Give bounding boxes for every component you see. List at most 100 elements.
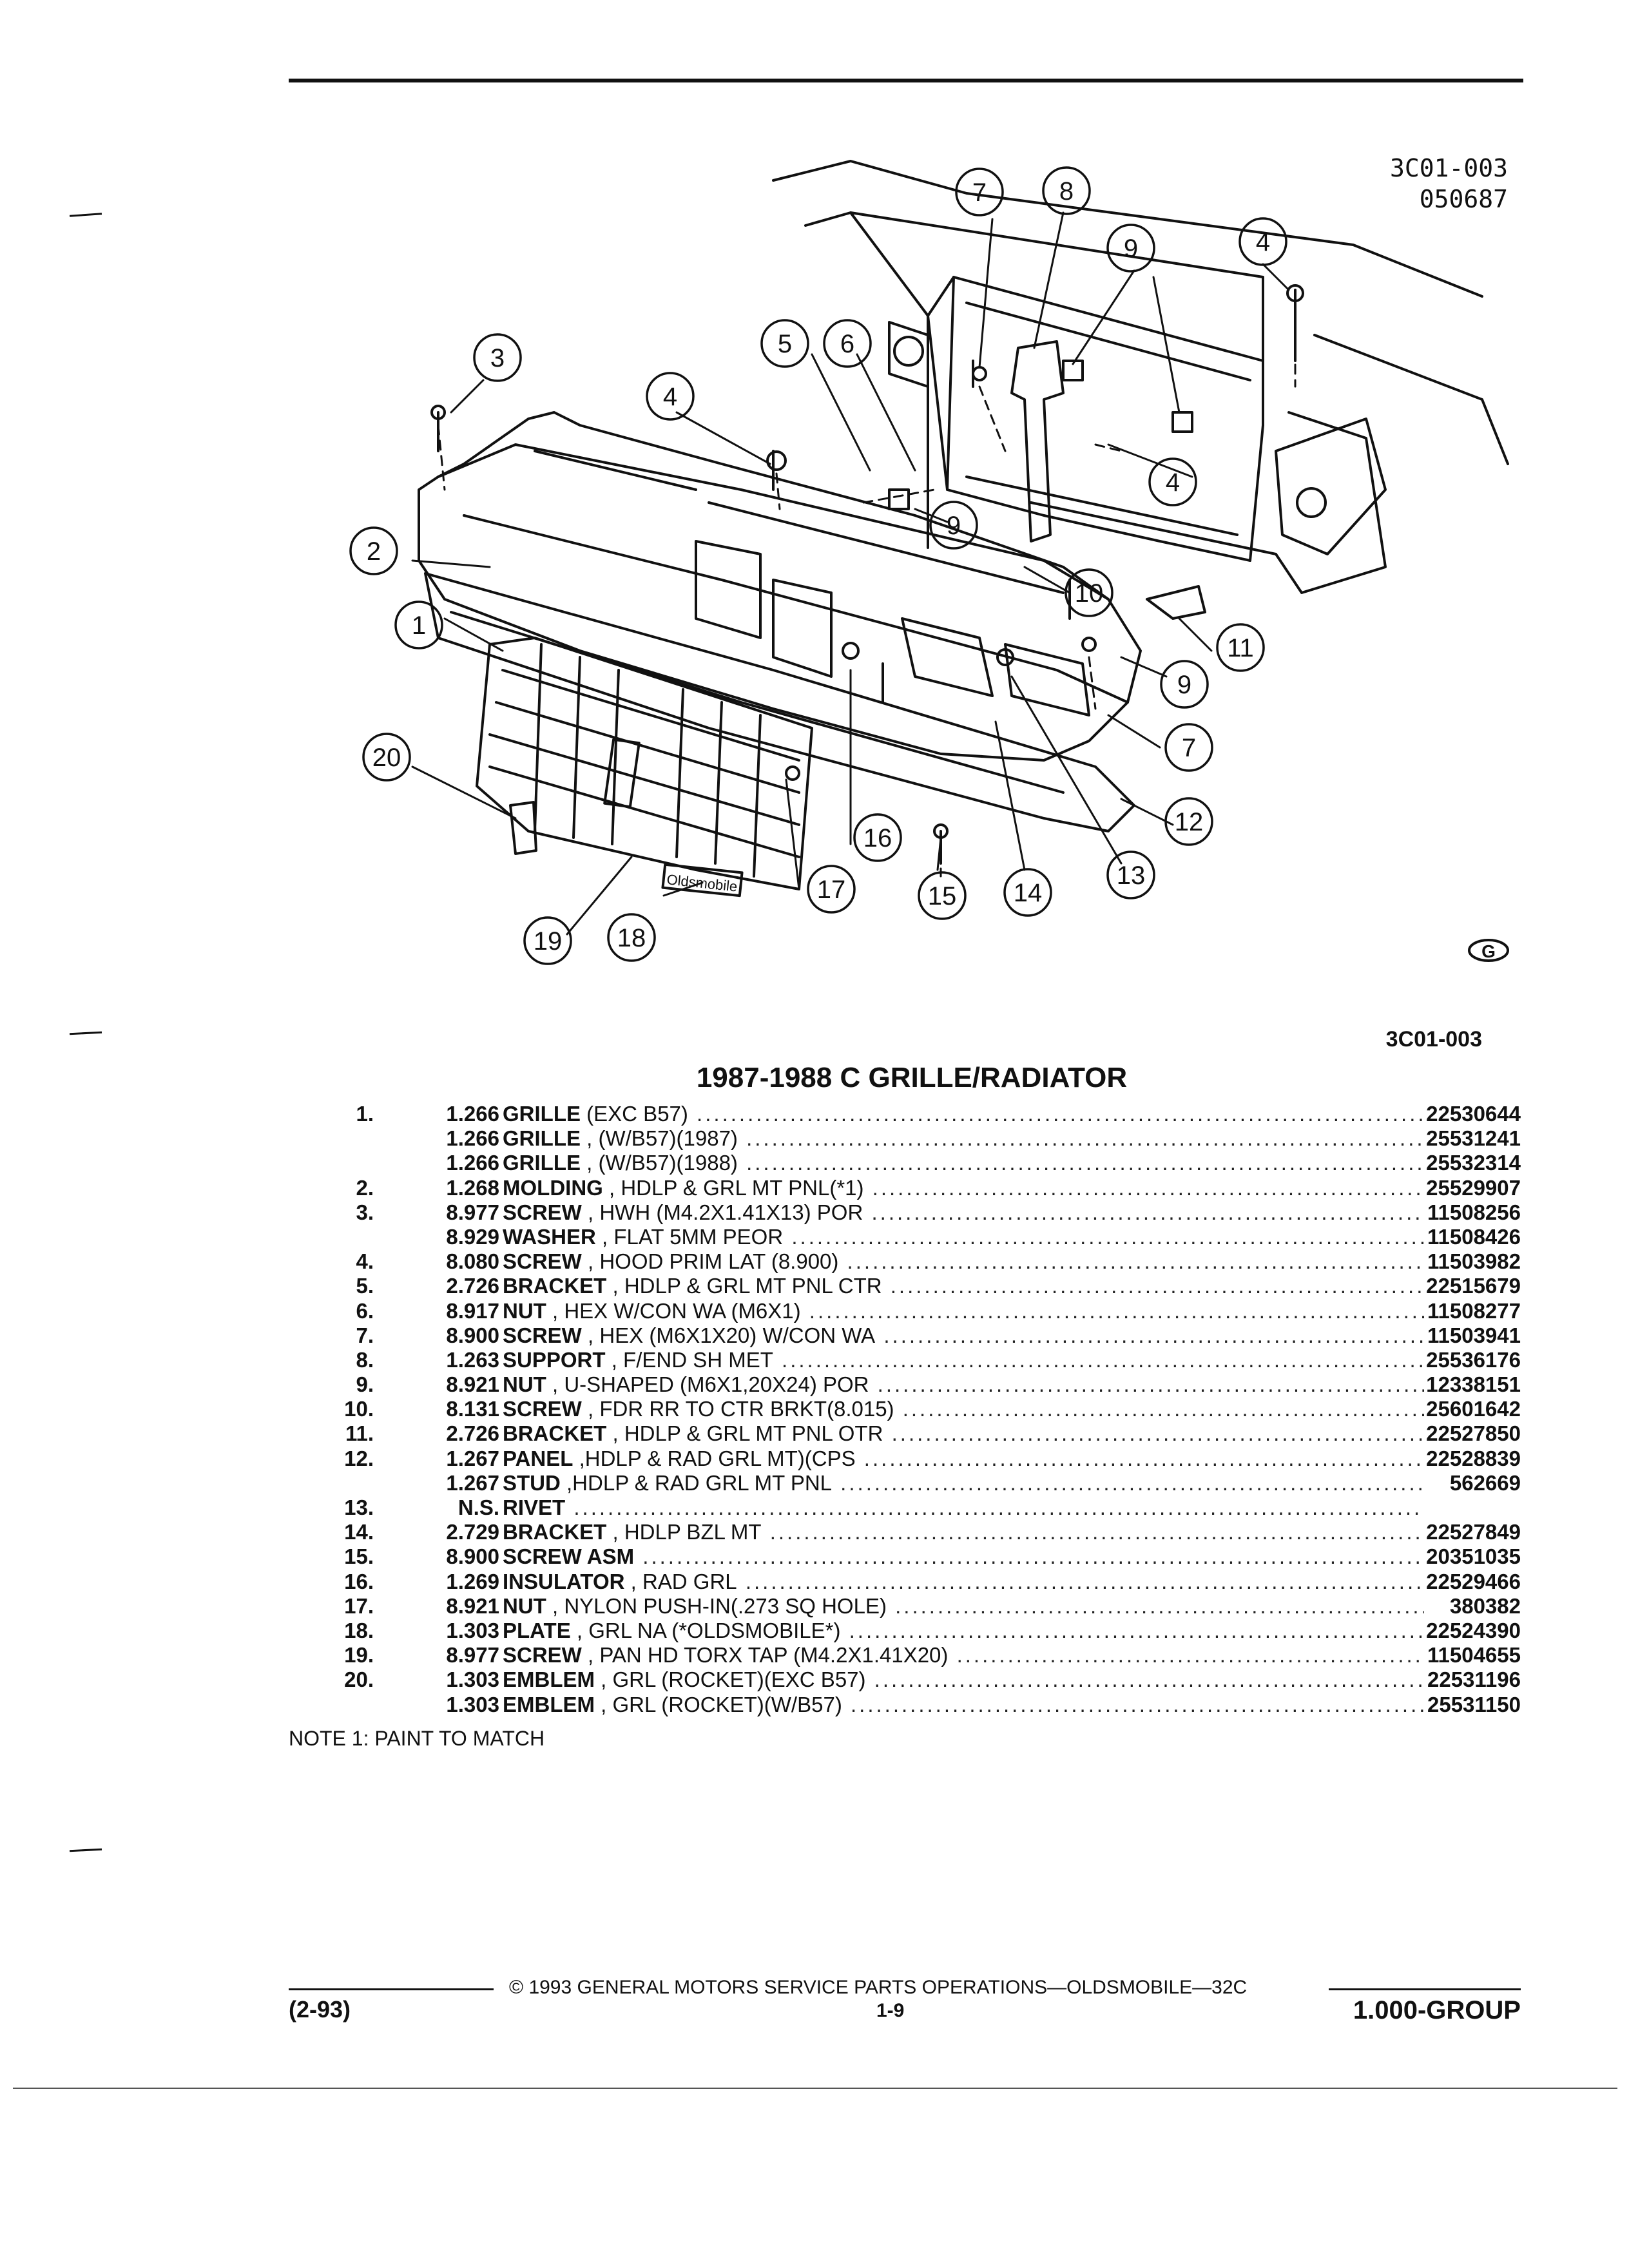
leader-dots: ........................................… — [895, 1593, 1424, 1618]
name-plate — [661, 863, 744, 898]
part-name: NUT — [503, 1593, 546, 1618]
callout: 6 — [823, 319, 872, 368]
part-name: SCREW — [503, 1397, 582, 1421]
svg-text:9: 9 — [1124, 235, 1138, 263]
part-detail: , GRL (ROCKET)(EXC B57) — [595, 1667, 866, 1692]
item-number: 2. — [356, 1175, 374, 1200]
item-number: 1. — [356, 1102, 374, 1126]
callout: 18 — [607, 913, 656, 962]
item-number: 17. — [344, 1593, 374, 1618]
part-name: EMBLEM — [503, 1667, 595, 1692]
grille-mounting-panel — [418, 443, 1142, 762]
item-number: 18. — [344, 1618, 374, 1642]
group-number: 8.921 — [446, 1593, 499, 1618]
group-number: 1.303 — [446, 1692, 499, 1716]
leader-dots: ........................................… — [746, 1151, 1424, 1175]
part-number: 25531150 — [1427, 1692, 1521, 1716]
part-description: SCREW , HWH (M4.2X1.41X13) POR .........… — [503, 1200, 1424, 1225]
item-number: 6. — [356, 1298, 374, 1323]
group-number: 1.268 — [446, 1175, 499, 1200]
svg-text:2: 2 — [367, 537, 381, 566]
group-number: 1.303 — [446, 1618, 499, 1642]
callout: 4 — [1239, 217, 1287, 266]
part-name: STUD — [503, 1470, 561, 1495]
callout: 3 — [473, 333, 522, 382]
svg-text:14: 14 — [1014, 879, 1043, 907]
leader-dots: ........................................… — [956, 1643, 1424, 1667]
callout: 16 — [853, 813, 902, 862]
svg-text:6: 6 — [840, 330, 854, 358]
part-description: WASHER , FLAT 5MM PEOR .................… — [503, 1225, 1424, 1249]
part-name: INSULATOR — [503, 1569, 625, 1593]
leader-dots: ........................................… — [746, 1126, 1424, 1151]
svg-text:12: 12 — [1175, 808, 1204, 836]
group-number: 8.900 — [446, 1323, 499, 1347]
top-rule — [289, 79, 1523, 82]
headlamp-housing — [1275, 418, 1387, 555]
leader-dots: ........................................… — [850, 1692, 1424, 1716]
part-detail: , RAD GRL — [624, 1569, 737, 1593]
group-number: 1.267 — [446, 1446, 499, 1470]
part-name: NUT — [503, 1298, 546, 1323]
callout: 10 — [1065, 568, 1113, 617]
part-detail: , FLAT 5MM PEOR — [595, 1224, 784, 1249]
svg-text:18: 18 — [617, 924, 646, 952]
part-description: BRACKET , HDLP BZL MT ..................… — [503, 1520, 1424, 1544]
leader-dots: ........................................… — [840, 1470, 1424, 1495]
footer-rule-right — [1329, 1988, 1521, 1990]
footer-bottom-rule — [13, 2088, 1617, 2089]
part-detail: , (W/B57)(1988) — [581, 1151, 738, 1175]
svg-text:15: 15 — [928, 882, 957, 910]
svg-text:7: 7 — [1182, 734, 1196, 762]
part-number: 25529907 — [1426, 1175, 1521, 1200]
callout: 9 — [929, 501, 978, 550]
part-number: 22527849 — [1426, 1520, 1521, 1544]
part-detail: , HEX W/CON WA (M6X1) — [546, 1298, 801, 1323]
diagram-date-code: 050687 — [1419, 185, 1508, 213]
part-detail: ,HDLP & RAD GRL MT)(CPS — [573, 1446, 856, 1470]
part-name: SCREW — [503, 1200, 582, 1224]
callout: 14 — [1003, 868, 1052, 917]
item-number: 14. — [344, 1520, 374, 1544]
callout-group: 1 2 3 4 4 4 5 6 7 7 8 9 9 9 10 11 12 13 … — [349, 166, 1287, 965]
part-detail: , F/END SH MET — [605, 1347, 773, 1372]
leader-dots: ........................................… — [847, 1249, 1424, 1274]
part-description: SCREW ASM ..............................… — [503, 1544, 1424, 1569]
exploded-parts-diagram: 1 2 3 4 4 4 5 6 7 7 8 9 9 9 10 11 12 13 … — [349, 160, 1509, 965]
callout: 1 — [394, 601, 443, 649]
part-description: PLATE , GRL NA (*OLDSMOBILE*) ..........… — [503, 1619, 1424, 1643]
svg-text:5: 5 — [778, 330, 792, 358]
group-number: 1.267 — [446, 1470, 499, 1495]
part-name: BRACKET — [503, 1421, 607, 1446]
leader-dots: ........................................… — [902, 1397, 1424, 1421]
part-detail: , HWH (M4.2X1.41X13) POR — [581, 1200, 863, 1224]
part-description: NUT , NYLON PUSH-IN(.273 SQ HOLE) ......… — [503, 1594, 1424, 1619]
part-number: 22528839 — [1426, 1446, 1521, 1470]
callout: 11 — [1216, 623, 1265, 672]
group-number: 1.269 — [446, 1569, 499, 1593]
item-number: 13. — [344, 1495, 374, 1519]
group-number: 8.900 — [446, 1544, 499, 1569]
item-number: 5. — [356, 1274, 374, 1298]
part-description: SCREW , HOOD PRIM LAT (8.900) ..........… — [503, 1249, 1424, 1274]
part-description: INSULATOR , RAD GRL ....................… — [503, 1570, 1424, 1594]
part-number: 380382 — [1449, 1593, 1521, 1618]
part-name: BRACKET — [503, 1520, 607, 1544]
callout: 8 — [1042, 166, 1091, 215]
leader-dots: ........................................… — [874, 1667, 1424, 1692]
leader-dots: ........................................… — [574, 1495, 1424, 1519]
group-number: 1.266 — [446, 1102, 499, 1126]
part-description: GRILLE , (W/B57)(1987) .................… — [503, 1126, 1424, 1151]
part-detail: ,HDLP & RAD GRL MT PNL — [560, 1470, 833, 1495]
